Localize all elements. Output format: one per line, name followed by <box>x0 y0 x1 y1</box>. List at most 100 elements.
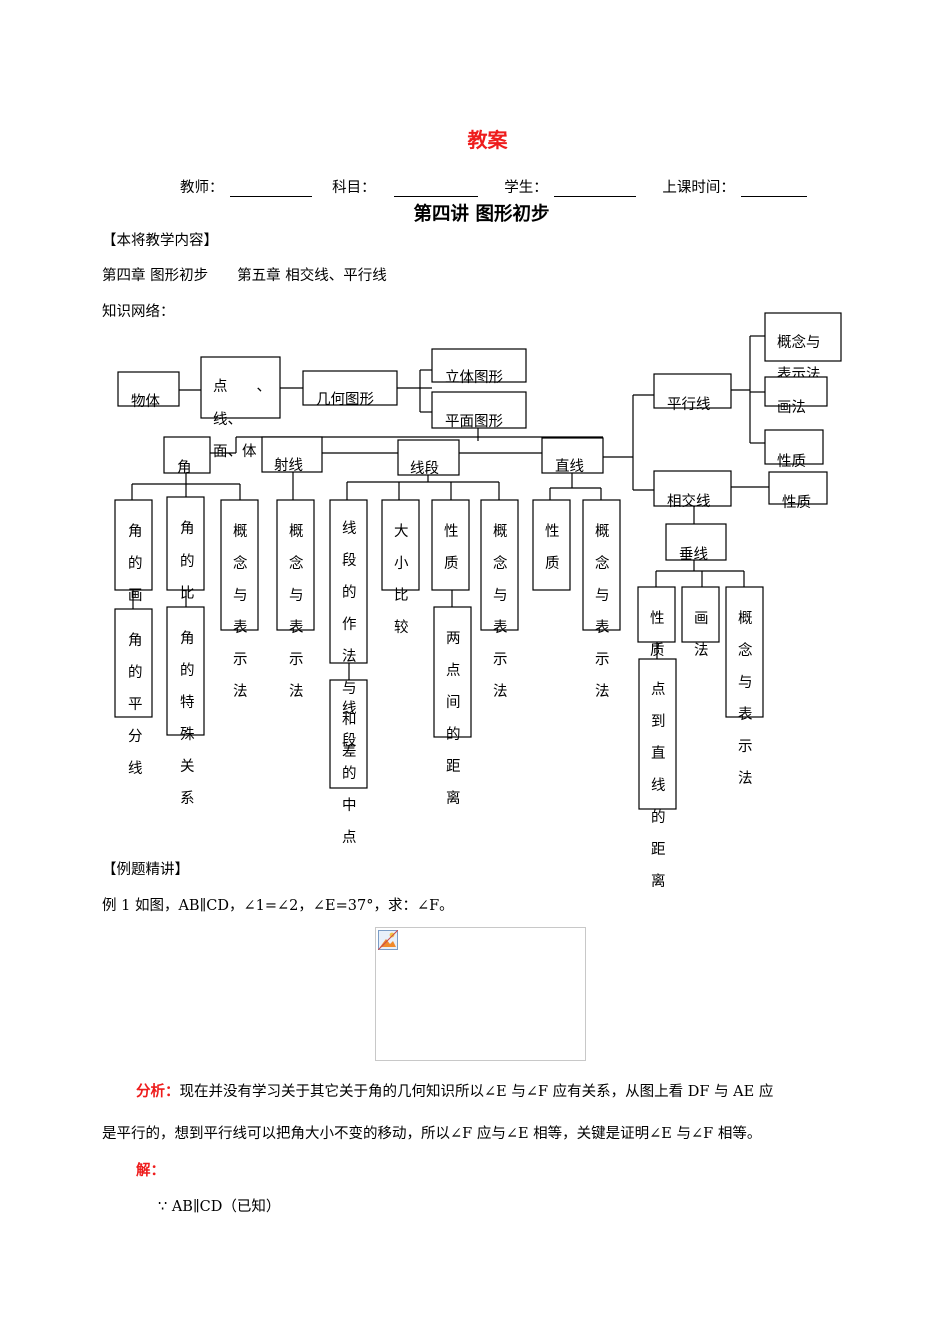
subject-blank <box>393 182 478 197</box>
section-heading-content: 【本将教学内容】 <box>102 233 218 249</box>
analysis-text-1: 现在并没有学习关于其它关于角的几何知识所以∠E 与∠F 应有关系，从图上看 DF… <box>179 1084 774 1100</box>
node-point-line-face-body-box <box>200 356 281 419</box>
teacher-blank <box>229 182 312 197</box>
node-solid-box <box>431 348 527 383</box>
node-seg-concept-5: 示 <box>493 652 508 668</box>
node-perp-distance-2: 到 <box>651 713 666 730</box>
class-time-label: 上课时间： <box>662 180 735 196</box>
node-geometry: 几何图形 <box>316 391 374 408</box>
network-label: 知识网络： <box>102 304 175 320</box>
student-label: 学生： <box>504 180 548 196</box>
node-angle-box <box>163 436 211 474</box>
solution-label: 解： <box>136 1162 165 1179</box>
node-angle-bisector-box <box>114 608 153 718</box>
node-angle-compare2-2: 的 <box>180 553 195 570</box>
node-perp-distance-1: 点 <box>651 681 666 698</box>
node-seg-midpoint-1: 与 <box>342 680 357 697</box>
node-perp-concept-4: 表 <box>738 706 753 723</box>
node-ray-concept-4: 表 <box>289 619 304 636</box>
node-angle-special-5: 关 <box>180 758 195 775</box>
node-angle-bisector-3: 平 <box>128 697 143 713</box>
node-perp-concept-6: 法 <box>738 770 753 787</box>
analysis-line-1: 分析：现在并没有学习关于其它关于角的几何知识所以∠E 与∠F 应有关系，从图上看… <box>136 1080 773 1101</box>
node-line-concept-2: 念 <box>595 554 610 572</box>
node-angle-compare2-box <box>166 496 205 591</box>
node-angle-concept-4: 表 <box>233 619 248 636</box>
node-seg-midpoint-7: 中 <box>342 797 357 814</box>
node-seg-size-4: 较 <box>394 618 409 636</box>
node-seg-construct-5: 法 <box>342 648 357 665</box>
subject-label: 科目： <box>332 180 376 196</box>
teacher-label: 教师： <box>180 180 224 196</box>
document-title: 教案 <box>467 128 508 152</box>
node-angle-compare-2: 的 <box>128 555 143 572</box>
node-geometry-box <box>302 370 398 406</box>
class-time-blank <box>740 182 807 197</box>
node-perp-concept-2: 念 <box>738 641 753 659</box>
node-par-concept-box <box>764 312 842 362</box>
analysis-label: 分析： <box>136 1083 180 1100</box>
node-seg-distance-4: 的 <box>446 726 461 743</box>
node-angle-special-3: 特 <box>180 694 195 711</box>
node-ray-concept-box <box>276 499 315 631</box>
node-seg-concept-1: 概 <box>493 523 508 540</box>
node-seg-distance-5: 距 <box>446 759 461 775</box>
node-seg-midpoint-4: 段 <box>342 732 357 749</box>
node-perp-concept-5: 示 <box>738 739 753 755</box>
node-seg-midpoint-6: 的 <box>342 765 357 782</box>
node-seg-concept-6: 法 <box>493 683 508 700</box>
knowledge-map: 物体 点 、 线、 面、体 几何图形 立体图形 平面图形 角 射线 线段 直线 … <box>114 312 842 890</box>
node-solid: 立体图形 <box>445 369 503 386</box>
node-object: 物体 <box>131 393 160 410</box>
node-par-draw-box <box>764 376 828 407</box>
chapters-line: 第四章 图形初步 第五章 相交线、平行线 <box>102 268 387 284</box>
node-intersecting-box <box>653 470 732 507</box>
student-blank <box>553 182 636 197</box>
node-angle-bisector-1: 角 <box>128 632 143 649</box>
node-seg-concept-box <box>480 499 519 631</box>
node-seg-construct-box <box>329 499 368 664</box>
node-perp-distance-6: 距 <box>651 842 666 858</box>
node-angle-compare-1: 角 <box>128 523 143 540</box>
node-angle-special-4: 殊 <box>180 726 195 743</box>
node-intersecting: 相交线 <box>667 492 711 510</box>
node-perp-property-box <box>637 586 676 643</box>
node-ray-concept-1: 概 <box>289 523 304 540</box>
node-angle-compare2-1: 角 <box>180 520 195 537</box>
node-seg-size-3: 比 <box>394 587 409 604</box>
node-par-concept-1: 概念与 <box>777 333 821 351</box>
node-point-line-face-body-2: 线、 <box>213 411 242 428</box>
node-perp-concept-1: 概 <box>738 610 753 627</box>
node-int-property: 性质 <box>782 494 811 511</box>
node-seg-distance-2: 点 <box>446 662 461 679</box>
node-seg-construct-2: 段 <box>342 552 357 569</box>
node-line-property-2: 质 <box>545 555 560 572</box>
node-seg-midpoint-2: 线 <box>342 700 357 717</box>
node-perp-distance-5: 的 <box>651 809 666 826</box>
node-line-concept-4: 表 <box>595 619 610 636</box>
node-perp-distance-7: 离 <box>651 873 666 890</box>
node-angle-bisector-5: 线 <box>128 760 143 777</box>
node-perp-draw-box <box>681 586 720 643</box>
node-segment: 线段 <box>410 460 439 477</box>
node-object-box <box>117 371 180 407</box>
node-angle-compare-3: 画 <box>128 588 143 604</box>
node-line: 直线 <box>555 458 584 475</box>
node-par-property: 性质 <box>777 453 806 470</box>
node-seg-size-box <box>381 499 420 591</box>
node-angle-concept-1: 概 <box>233 523 248 540</box>
node-seg-distance-6: 离 <box>446 790 461 807</box>
node-perp-distance-3: 直 <box>651 745 666 762</box>
section-heading-examples: 【例题精讲】 <box>102 862 189 878</box>
node-seg-property-1: 性 <box>444 523 459 540</box>
solution-line-1: ∵ AB∥CD（已知） <box>158 1199 281 1215</box>
node-seg-size-1: 大 <box>394 523 409 540</box>
node-seg-concept-3: 与 <box>493 587 508 604</box>
node-seg-size-2: 小 <box>394 555 409 572</box>
node-ray-concept-5: 示 <box>289 652 304 668</box>
node-line-property-1: 性 <box>545 523 560 540</box>
node-perp-property-1: 性 <box>650 610 665 627</box>
node-plane-box <box>431 391 527 429</box>
node-angle-concept-5: 示 <box>233 652 248 668</box>
node-seg-midpoint-5: 差 <box>342 743 357 760</box>
